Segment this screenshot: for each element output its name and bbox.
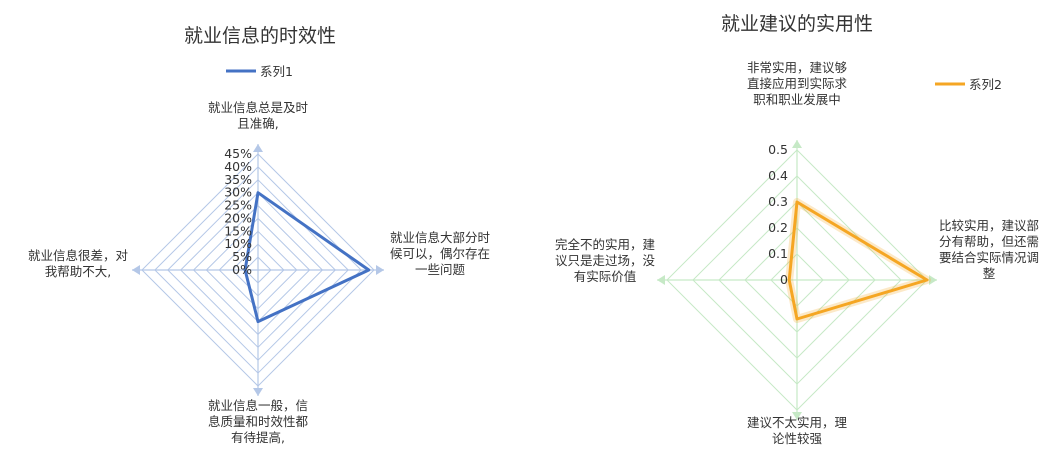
c2-category-label: 建议不太实用，理论性较强 [747,415,848,446]
c2-category-label-line: 比较实用，建议部 [939,218,1039,233]
c1-tick-label: 30% [224,185,252,200]
c2-category-label-line: 要结合实际情况调 [939,250,1039,265]
c1-category-label-line: 就业信息大部分时 [390,230,491,245]
c1-tick-label: 20% [224,210,252,225]
chart2-legend: 系列2 [935,77,1002,92]
c2-tick-label: 0.5 [768,142,788,157]
c1-tick-label: 0% [232,262,252,277]
c2-category-label-line: 有实际价值 [574,269,637,284]
c2-category-label-line: 议只是走过场，没 [555,253,656,268]
c2-category-label: 比较实用，建议部分有帮助，但还需要结合实际情况调整 [939,218,1039,281]
c2-category-label-line: 职和职业发展中 [753,92,841,107]
c1-category-label: 就业信息很差，对我帮助不大, [28,248,128,279]
c1-category-label: 就业信息总是及时且准确, [208,100,309,131]
c1-category-label-line: 息质量和时效性都 [208,414,309,429]
c1-category-label-line: 候可以，偶尔存在 [390,246,490,261]
radar-chart-practicality: 就业建议的实用性 系列2 0 0.1 0.2 0.3 0.4 0.5 非常实用，建议够直接… [555,13,1039,446]
c2-category-label-line: 建议不太实用，理 [747,415,848,430]
c2-axis-arrow [657,275,665,285]
c1-tick-label: 5% [232,249,252,264]
c2-tick-label: 0.3 [768,194,788,209]
c1-category-label-line: 就业信息一般，信 [208,398,308,413]
c2-category-label-line: 直接应用到实际求 [747,76,848,91]
c2-tick-label: 0.4 [768,168,788,183]
chart1-grid [132,144,384,396]
c2-tick-label: 0.1 [768,246,788,261]
c2-category-label-line: 完全不的实用，建 [555,237,656,252]
c1-category-label: 就业信息大部分时候可以，偶尔存在一些问题 [390,230,491,277]
c1-category-label-line: 就业信息很差，对 [28,248,128,263]
chart1-tick-labels: 0%5%10%15%20%25%30%35%40%45% [224,146,252,277]
c1-category-label-line: 且准确, [237,116,278,131]
c1-category-label-line: 我帮助不大, [45,264,111,279]
c2-category-label-line: 分有帮助，但还需 [939,234,1039,249]
c1-axis-arrow [253,388,263,396]
c2-category-label: 非常实用，建议够直接应用到实际求职和职业发展中 [747,60,848,107]
c1-category-label-line: 有待提高, [231,430,285,445]
c1-tick-label: 15% [224,223,252,238]
c2-series-line [787,200,929,321]
c2-category-label-line: 整 [983,266,996,281]
chart2-category-labels: 非常实用，建议够直接应用到实际求职和职业发展中比较实用，建议部分有帮助，但还需要… [555,60,1039,446]
chart2-tick-labels: 0 0.1 0.2 0.3 0.4 0.5 [768,142,788,287]
chart1-legend-label: 系列1 [260,64,293,79]
c1-tick-label: 40% [224,159,252,174]
chart1-legend: 系列1 [226,64,293,79]
chart2-title: 就业建议的实用性 [721,13,873,35]
c1-axis-arrow [376,265,384,275]
c1-tick-label: 35% [224,172,252,187]
chart2-legend-label: 系列2 [969,77,1002,92]
c2-tick-label: 0 [780,272,788,287]
c2-tick-label: 0.2 [768,220,788,235]
chart1-category-labels: 就业信息总是及时且准确, 就业信息大部分时候可以，偶尔存在一些问题就业信息一般，信… [28,100,491,445]
chart2-grid [657,140,937,420]
c1-tick-label: 10% [224,236,252,251]
chart1-series [243,191,371,324]
c1-tick-label: 45% [224,146,252,161]
radar-chart-timeliness: 就业信息的时效性 系列1 0%5%10%15%20%25%30%35%40%45… [28,25,491,445]
c2-axis-arrow [792,140,802,148]
c1-category-label-line: 一些问题 [415,262,466,277]
c2-axis-arrow [929,275,937,285]
c1-tick-label: 25% [224,198,252,213]
c1-category-label: 就业信息一般，信息质量和时效性都有待提高, [208,398,309,445]
c1-category-label-line: 就业信息总是及时 [208,100,309,115]
c1-axis-arrow [132,265,140,275]
c2-axis-arrow [792,412,802,420]
chart2-series [785,198,931,323]
c1-axis-arrow [253,144,263,152]
c1-series-line [243,191,371,324]
c2-category-label-line: 非常实用，建议够 [747,60,848,75]
c2-category-label-line: 论性较强 [772,431,823,446]
chart1-title: 就业信息的时效性 [184,25,336,47]
c2-category-label: 完全不的实用，建议只是走过场，没有实际价值 [555,237,656,284]
